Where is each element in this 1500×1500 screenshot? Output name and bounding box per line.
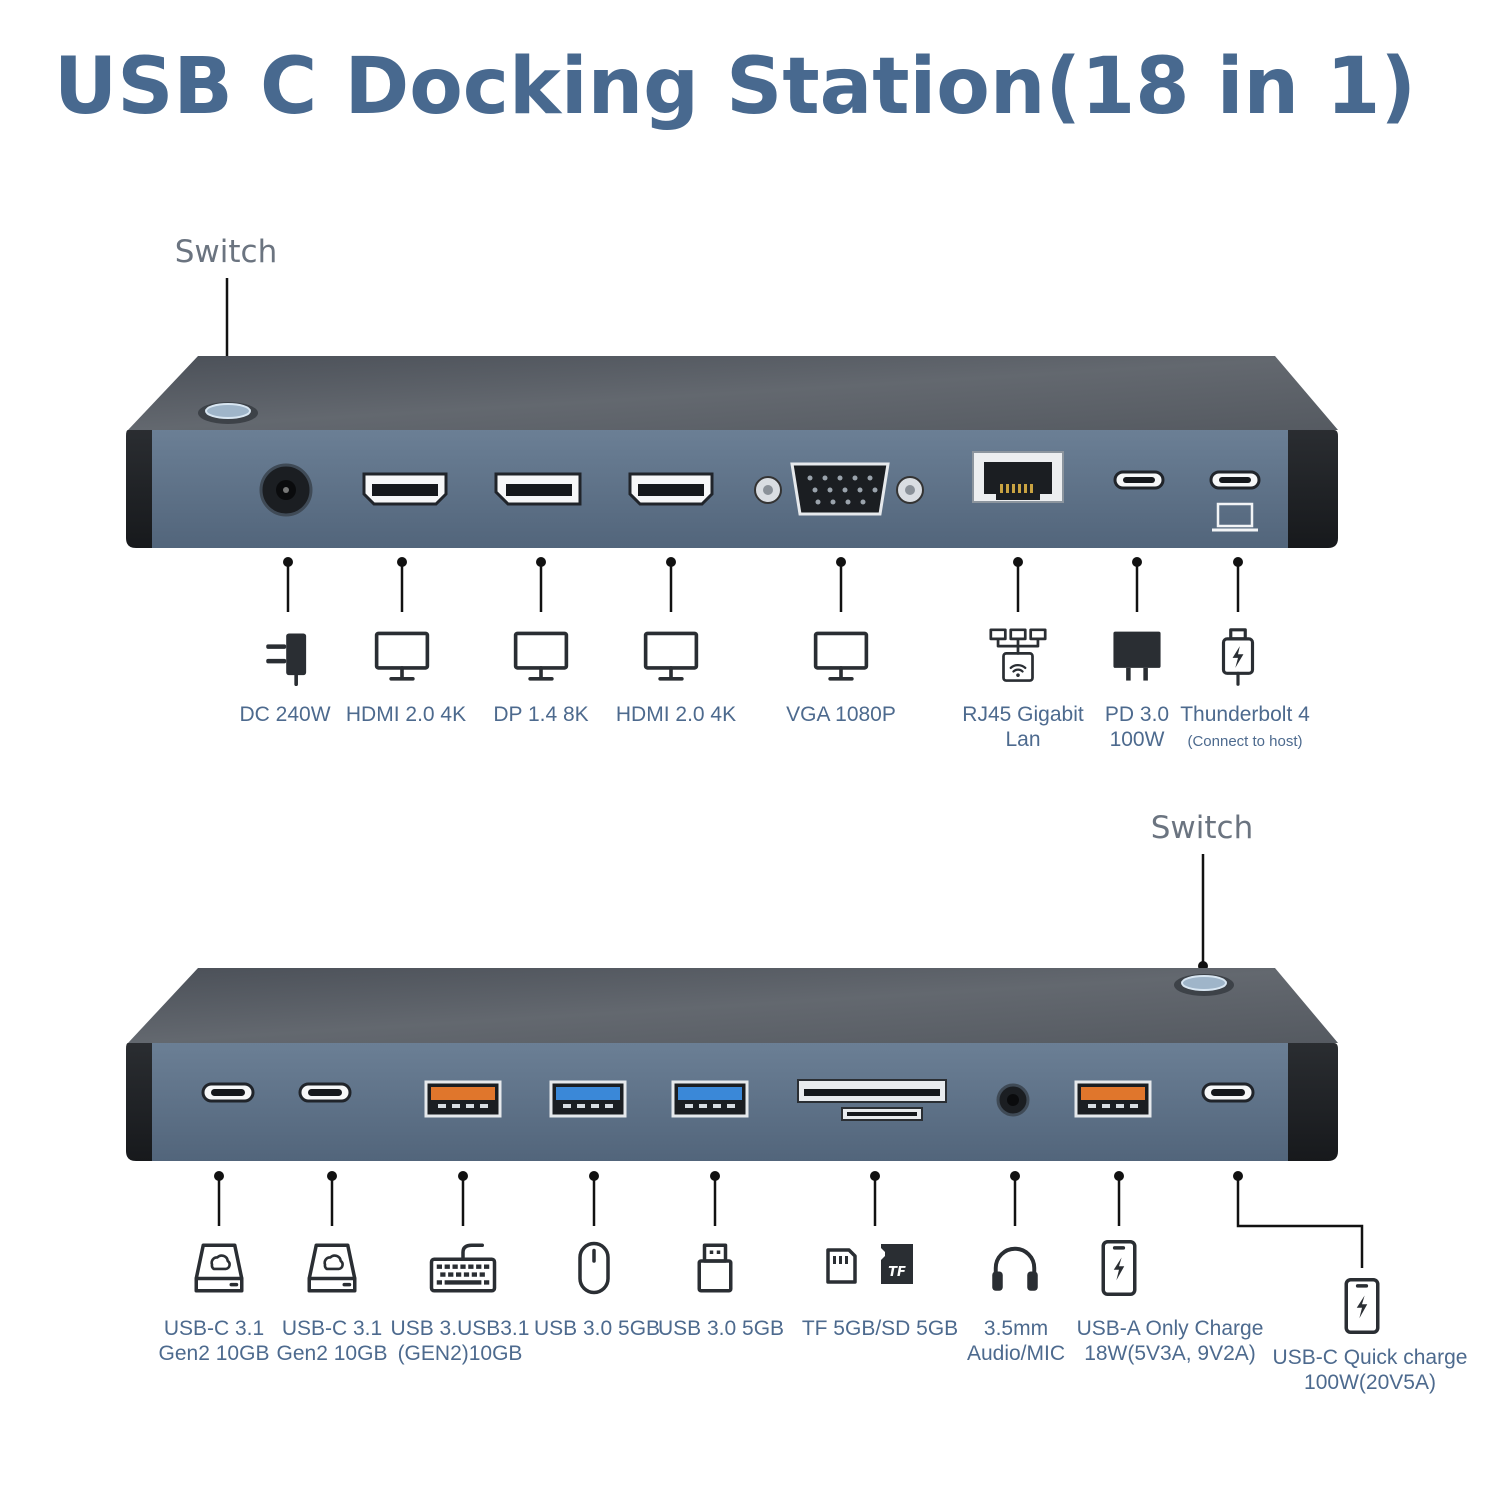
laptop-icon xyxy=(1212,502,1258,532)
port-label-line2: Gen2 10GB xyxy=(159,1342,270,1365)
phone-charge-icon xyxy=(1344,1278,1380,1334)
external-drive-icon xyxy=(307,1243,357,1293)
monitor-icon xyxy=(374,631,430,681)
hdmi-port-2[interactable] xyxy=(628,472,714,506)
port-label: TF 5GB/SD 5GB xyxy=(802,1317,958,1340)
port-label-line2: 100W xyxy=(1110,728,1165,751)
rear-dock-left-cap xyxy=(126,430,152,548)
rear-dock-top xyxy=(128,356,1338,430)
usb-a-charge-port[interactable] xyxy=(1074,1080,1152,1118)
leader-line xyxy=(1236,1176,1364,1268)
port-label-line2: Audio/MIC xyxy=(967,1342,1065,1365)
port-label-line2: Gen2 10GB xyxy=(277,1342,388,1365)
port-label: USB-C 3.1 xyxy=(164,1317,264,1340)
dc-jack-port[interactable] xyxy=(259,463,313,517)
rear-dock-front xyxy=(150,430,1290,548)
network-icon xyxy=(989,628,1047,682)
front-power-switch[interactable] xyxy=(1174,974,1234,996)
port-note: (Connect to host) xyxy=(1187,733,1302,750)
page-title: USB C Docking Station(18 in 1) xyxy=(54,42,1416,132)
front-callout-4: USB 3.0 5GB xyxy=(534,1171,660,1340)
front-dock-left-cap xyxy=(126,1043,152,1161)
usb-c-port-2[interactable] xyxy=(298,1082,352,1103)
usb-a-3-0-port-1[interactable] xyxy=(549,1080,627,1118)
port-label: USB-C Quick charge xyxy=(1273,1346,1468,1369)
port-label: VGA 1080P xyxy=(786,703,896,726)
front-callout-5: USB 3.0 5GB xyxy=(658,1171,784,1340)
vga-port[interactable] xyxy=(754,462,924,516)
displayport-port[interactable] xyxy=(494,472,582,506)
port-label-line2: Lan xyxy=(1005,728,1040,751)
front-switch-label: Switch xyxy=(1151,810,1254,846)
headphones-icon xyxy=(990,1246,1040,1293)
usb-a-3-0-port-2[interactable] xyxy=(671,1080,749,1118)
port-label: USB-C 3.1 xyxy=(282,1317,382,1340)
front-dock-right-cap xyxy=(1288,1043,1338,1161)
port-label: DC 240W xyxy=(239,703,330,726)
port-label: USB 3.0 5GB xyxy=(534,1317,660,1340)
rear-dock-right-cap xyxy=(1288,430,1338,548)
rear-callout-2: HDMI 2.0 4K xyxy=(346,557,466,726)
port-label: HDMI 2.0 4K xyxy=(616,703,736,726)
front-dock: Switch xyxy=(126,810,1467,1394)
front-dock-top xyxy=(128,968,1338,1043)
monitor-icon xyxy=(643,631,699,681)
audio-jack-port[interactable] xyxy=(996,1083,1030,1117)
charger-icon xyxy=(1113,631,1161,681)
rear-callout-3: DP 1.4 8K xyxy=(493,557,589,726)
rear-callout-5: VGA 1080P xyxy=(786,557,896,726)
rear-callout-4: HDMI 2.0 4K xyxy=(616,557,736,726)
mouse-icon xyxy=(578,1241,610,1295)
port-label: USB 3.0 5GB xyxy=(658,1317,784,1340)
port-label: USB-A Only Charge xyxy=(1077,1317,1264,1340)
port-label: Thunderbolt 4 xyxy=(1180,703,1310,726)
rear-switch-label: Switch xyxy=(175,234,278,270)
tf-card-icon: TF xyxy=(881,1244,913,1284)
external-drive-icon xyxy=(194,1243,244,1293)
usb-c-quick-charge-port[interactable] xyxy=(1201,1082,1255,1103)
port-label: 3.5mm xyxy=(984,1317,1048,1340)
port-label: HDMI 2.0 4K xyxy=(346,703,466,726)
rear-power-switch[interactable] xyxy=(198,402,258,424)
sd-card-slot[interactable] xyxy=(797,1079,947,1103)
rear-callout-8: Thunderbolt 4 (Connect to host) xyxy=(1180,557,1310,750)
keyboard-icon xyxy=(429,1243,497,1293)
power-adapter-icon xyxy=(264,631,308,686)
port-label: USB 3.USB3.1 xyxy=(391,1317,530,1340)
port-label-line2: 100W(20V5A) xyxy=(1304,1371,1436,1394)
usb-cable-icon xyxy=(1221,628,1255,686)
monitor-icon xyxy=(813,631,869,681)
port-label: PD 3.0 xyxy=(1105,703,1169,726)
hdmi-port-1[interactable] xyxy=(362,472,448,506)
rj45-port[interactable] xyxy=(972,451,1064,503)
front-callout-6: TF TF 5GB/SD 5GB xyxy=(802,1171,958,1340)
tf-text: TF xyxy=(888,1265,906,1280)
port-label: RJ45 Gigabit xyxy=(962,703,1084,726)
sd-card-icon xyxy=(826,1248,857,1284)
usb-stick-icon xyxy=(697,1243,733,1293)
port-label-line2: 18W(5V3A, 9V2A) xyxy=(1084,1342,1256,1365)
port-label: DP 1.4 8K xyxy=(493,703,588,726)
monitor-icon xyxy=(513,631,569,681)
phone-charge-icon xyxy=(1101,1240,1137,1296)
port-label-line2: (GEN2)10GB xyxy=(398,1342,523,1365)
usb-c-pd-port[interactable] xyxy=(1113,470,1165,490)
front-callout-3: USB 3.USB3.1(GEN2)10GB xyxy=(391,1171,530,1365)
thunderbolt-port[interactable] xyxy=(1209,470,1261,532)
rear-dock: Switch xyxy=(126,234,1338,751)
usb-a-3-1-port[interactable] xyxy=(424,1080,502,1118)
usb-c-port-1[interactable] xyxy=(201,1082,255,1103)
tf-card-slot[interactable] xyxy=(841,1107,923,1121)
rear-callout-1: DC 240W xyxy=(239,557,331,726)
